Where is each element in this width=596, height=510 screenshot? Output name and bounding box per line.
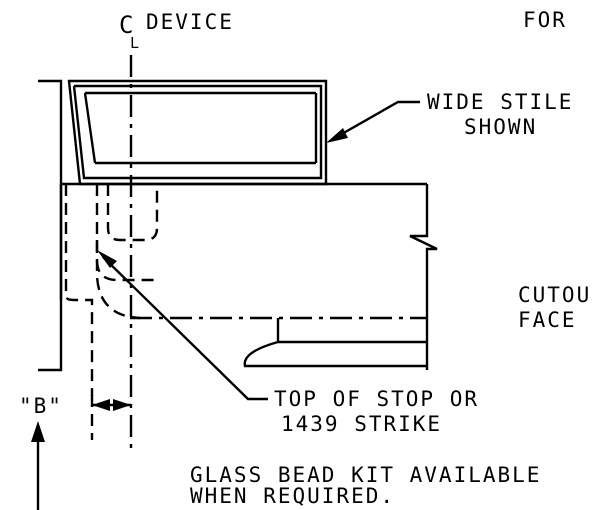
stile-left-rail xyxy=(83,92,97,164)
hidden-latch-bottom xyxy=(64,184,94,396)
stile-housing-outer xyxy=(67,79,328,186)
hidden-stop-curve xyxy=(95,240,141,320)
cutout-label-line1: CUTOU xyxy=(518,283,591,307)
glass-bead-note-line2: WHEN REQUIRED. xyxy=(190,484,395,508)
dimension-b-label: "B" xyxy=(19,394,63,418)
device-label: DEVICE xyxy=(146,10,234,34)
centerline-sub: L xyxy=(130,34,141,52)
glass-bead-note-line1: GLASS BEAD KIT AVAILABLE xyxy=(190,463,541,487)
door-frame-bracket xyxy=(38,79,63,372)
wide-stile-label-line1: WIDE STILE xyxy=(427,90,573,114)
wide-stile-leader xyxy=(332,100,420,141)
top-of-stop-label-line1: TOP OF STOP OR xyxy=(274,387,479,411)
stile-housing-inner xyxy=(72,84,323,180)
hidden-latch-outer xyxy=(95,184,160,282)
top-of-stop-leader xyxy=(102,256,268,401)
wide-stile-label-line2: SHOWN xyxy=(464,115,537,139)
wide-stile-arrowhead xyxy=(326,128,348,143)
cutout-label-line2: FACE xyxy=(518,308,577,332)
break-symbol xyxy=(409,184,438,370)
vertical-pointer-arrowhead xyxy=(31,421,45,442)
top-of-stop-label-line2: 1439 STRIKE xyxy=(281,412,442,436)
centerline-symbol: C xyxy=(119,11,135,39)
glass-bead-lip xyxy=(243,318,427,368)
top-of-stop-arrowhead xyxy=(97,250,117,268)
dimension-b-arrow-right xyxy=(113,399,131,411)
dimension-b-arrow-left xyxy=(92,399,110,411)
for-label: FOR xyxy=(523,8,567,32)
hidden-latch-inner xyxy=(106,184,159,242)
